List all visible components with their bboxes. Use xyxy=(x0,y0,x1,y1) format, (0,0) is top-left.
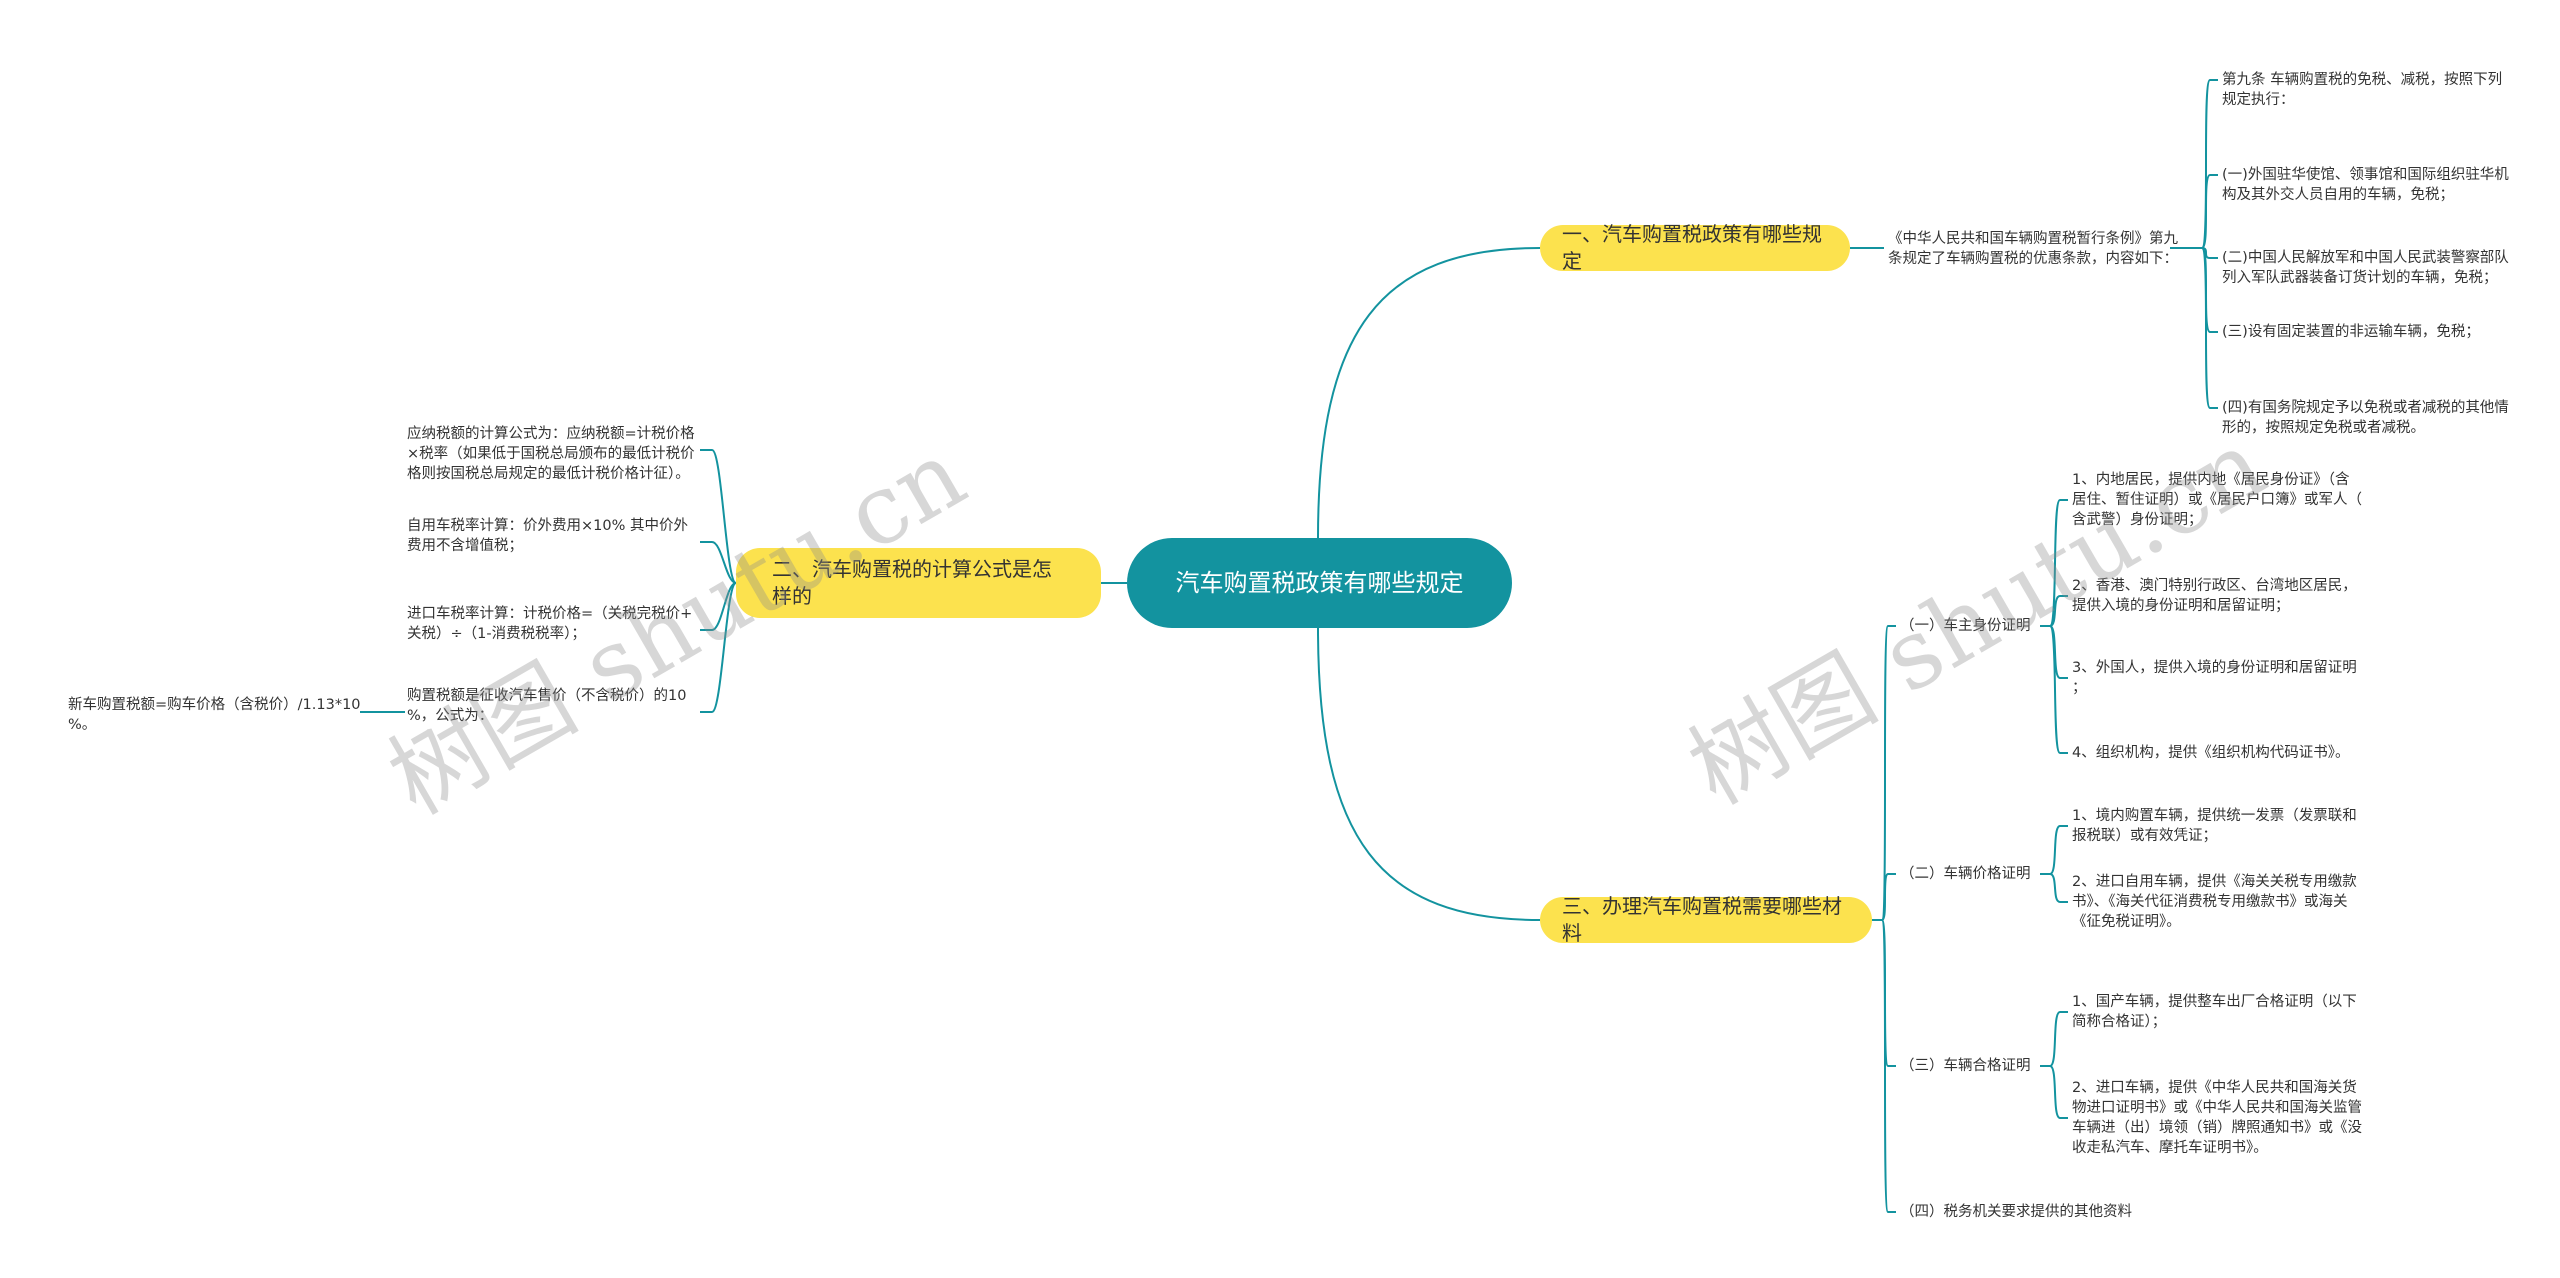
branch-3-item-line: 提供入境的身份证明和居留证明； xyxy=(2072,598,2290,614)
connector-line xyxy=(700,449,737,584)
branch-1-item-line: 规定执行： xyxy=(2222,92,2295,108)
branch-2-item-line: 自用车税率计算：价外费用×10% 其中价外 xyxy=(407,518,688,534)
connector-line xyxy=(2049,1065,2068,1119)
branch-3-item[interactable]: 2、香港、澳门特别行政区、台湾地区居民， 提供入境的身份证明和居留证明； xyxy=(2072,576,2357,616)
branch-1-item-line: (二)中国人民解放军和中国人民武装警察部队 xyxy=(2222,250,2509,266)
branch-3-item-line: 简称合格证）； xyxy=(2072,1014,2167,1030)
branch-2-item-line: 进口车税率计算：计税价格=（关税完税价+ xyxy=(407,606,693,622)
branch-1-item-line: 第九条 车辆购置税的免税、减税，按照下列 xyxy=(2222,72,2503,88)
connector-line xyxy=(2049,825,2068,875)
branch-3-item-line: 书》、《海关代征消费税专用缴款书》或海关 xyxy=(2072,894,2348,910)
connector-line xyxy=(2201,247,2218,409)
branch-2-item[interactable]: 自用车税率计算：价外费用×10% 其中价外费用不含增值税； xyxy=(407,516,688,556)
root-node[interactable]: 汽车购置税政策有哪些规定 xyxy=(1127,538,1512,628)
branch-3-item[interactable]: 1、国产车辆，提供整车出厂合格证明（以下简称合格证）； xyxy=(2072,992,2357,1032)
branch-3-item-line: ； xyxy=(2072,680,2087,696)
connector-line xyxy=(1317,627,1541,921)
branch-1-item-line: 形的，按照规定免税或者减税。 xyxy=(2222,420,2425,436)
branch-2-node[interactable]: 二、汽车购置税的计算公式是怎样的 xyxy=(736,548,1101,618)
branch-2-sub-item-line: %。 xyxy=(68,717,97,733)
branch-3-item-line: 车辆进（出）境领（销）牌照通知书》或《没 xyxy=(2072,1120,2362,1136)
branch-3-item-line: 1、国产车辆，提供整车出厂合格证明（以下 xyxy=(2072,994,2357,1010)
connector-line xyxy=(1881,919,1896,1213)
branch-3-item-line: 《征免税证明》。 xyxy=(2072,914,2181,930)
connector-line xyxy=(1317,247,1541,539)
branch-1-intro-line: 《中华人民共和国车辆购置税暂行条例》第九 xyxy=(1888,231,2178,247)
branch-3-item[interactable]: 2、进口自用车辆，提供《海关关税专用缴款书》、《海关代征消费税专用缴款书》或海关… xyxy=(2072,872,2357,932)
branch-2-item[interactable]: 应纳税额的计算公式为：应纳税额=计税价格 ×税率（如果低于国税总局颁布的最低计税价… xyxy=(407,424,695,484)
branch-2-item-line: 费用不含增值税； xyxy=(407,538,523,554)
branch-3-item-line: 含武警）身份证明； xyxy=(2072,512,2203,528)
connector-line xyxy=(2049,595,2068,627)
root-label: 汽车购置税政策有哪些规定 xyxy=(1175,568,1464,597)
branch-1-label: 一、汽车购置税政策有哪些规定 xyxy=(1562,222,1822,273)
connector-line xyxy=(2049,499,2068,627)
branch-1-item[interactable]: (四)有国务院规定予以免税或者减税的其他情形的，按照规定免税或者减税。 xyxy=(2222,398,2509,438)
branch-3-group-label[interactable]: （四）税务机关要求提供的其他资料 xyxy=(1900,1204,2132,1220)
branch-3-item-line: 物进口证明书》或《中华人民共和国海关监管 xyxy=(2072,1100,2362,1116)
branch-2-sub-item-line: 新车购置税额=购车价格（含税价）/1.13*10 xyxy=(68,697,361,713)
connector-line xyxy=(2049,625,2068,754)
branch-2-item[interactable]: 购置税额是征收汽车售价（不含税价）的10 %，公式为： xyxy=(407,686,686,726)
branch-3-item[interactable]: 3、外国人，提供入境的身份证明和居留证明 ； xyxy=(2072,658,2357,698)
branch-1-item-line: (一)外国驻华使馆、领事馆和国际组织驻华机 xyxy=(2222,167,2509,183)
branch-3-item-line: 2、香港、澳门特别行政区、台湾地区居民， xyxy=(2072,578,2357,594)
branch-3-group-label[interactable]: （二）车辆价格证明 xyxy=(1900,866,2031,882)
connector-line xyxy=(2049,1011,2068,1067)
connector-line xyxy=(700,582,737,631)
branch-3-item-line: 4、组织机构，提供《组织机构代码证书》。 xyxy=(2072,745,2350,761)
connector-line xyxy=(2049,873,2068,903)
branch-1-intro[interactable]: 《中华人民共和国车辆购置税暂行条例》第九条规定了车辆购置税的优惠条款，内容如下： xyxy=(1888,229,2178,269)
branch-3-item[interactable]: 2、进口车辆，提供《中华人民共和国海关货物进口证明书》或《中华人民共和国海关监管… xyxy=(2072,1078,2362,1158)
branch-2-item-line: 应纳税额的计算公式为：应纳税额=计税价格 xyxy=(407,426,695,442)
branch-3-item-line: 2、进口自用车辆，提供《海关关税专用缴款 xyxy=(2072,874,2357,890)
branch-1-item-line: (四)有国务院规定予以免税或者减税的其他情 xyxy=(2222,400,2509,416)
connector-line xyxy=(2201,174,2218,249)
connector-line xyxy=(1881,873,1896,921)
branch-2-item-line: 关税）÷（1-消费税税率）； xyxy=(407,626,586,642)
branch-3-label: 三、办理汽车购置税需要哪些材料 xyxy=(1562,894,1842,945)
connector-line xyxy=(700,582,737,713)
branch-1-item[interactable]: 第九条 车辆购置税的免税、减税，按照下列规定执行： xyxy=(2222,70,2502,110)
branch-3-node[interactable]: 三、办理汽车购置税需要哪些材料 xyxy=(1540,894,1872,945)
branch-2-sub-item[interactable]: 新车购置税额=购车价格（含税价）/1.13*10 %。 xyxy=(68,695,361,735)
branch-2-item-line: %，公式为： xyxy=(407,708,494,724)
branch-2-item-line: 格则按国税总局规定的最低计税价格计征）。 xyxy=(407,466,690,482)
branch-3-group-label[interactable]: （三）车辆合格证明 xyxy=(1900,1058,2031,1074)
branch-3-item[interactable]: 1、内地居民，提供内地《居民身份证》（含居住、暂住证明）或《居民户口簿》或军人（… xyxy=(2072,470,2362,530)
branch-1-item-line: 构及其外交人员自用的车辆，免税； xyxy=(2222,187,2454,203)
branch-3-item-line: 3、外国人，提供入境的身份证明和居留证明 xyxy=(2072,660,2357,676)
branch-1-intro-line: 条规定了车辆购置税的优惠条款，内容如下： xyxy=(1888,251,2178,267)
connector-line xyxy=(1881,625,1896,921)
branch-1-node[interactable]: 一、汽车购置税政策有哪些规定 xyxy=(1540,222,1850,273)
branch-3-item-line: 1、境内购置车辆，提供统一发票（发票联和 xyxy=(2072,808,2357,824)
branch-3-item-line: 2、进口车辆，提供《中华人民共和国海关货 xyxy=(2072,1080,2357,1096)
branch-3-item-line: 报税联）或有效凭证； xyxy=(2072,828,2217,844)
connector-line xyxy=(700,541,737,584)
branch-2-item-line: 购置税额是征收汽车售价（不含税价）的10 xyxy=(407,688,687,704)
branch-3-item[interactable]: 4、组织机构，提供《组织机构代码证书》。 xyxy=(2072,743,2349,763)
branch-3-item-line: 居住、暂住证明）或《居民户口簿》或军人（ xyxy=(2072,492,2362,508)
branch-2-item-line: ×税率（如果低于国税总局颁布的最低计税价 xyxy=(407,446,695,462)
branch-3-item-line: 收走私汽车、摩托车证明书》。 xyxy=(2072,1140,2268,1156)
branch-2-item[interactable]: 进口车税率计算：计税价格=（关税完税价+ 关税）÷（1-消费税税率）； xyxy=(407,604,692,644)
branch-3-item-line: 1、内地居民，提供内地《居民身份证》（含 xyxy=(2072,472,2350,488)
branch-3-group-label[interactable]: （一）车主身份证明 xyxy=(1900,618,2031,634)
branch-1-item-line: 列入军队武器装备订货计划的车辆，免税； xyxy=(2222,270,2498,286)
branch-2-label: 二、汽车购置税的计算公式是怎样的 xyxy=(772,557,1052,608)
connector-line xyxy=(2201,79,2218,249)
branch-1-item[interactable]: (一)外国驻华使馆、领事馆和国际组织驻华机构及其外交人员自用的车辆，免税； xyxy=(2222,165,2509,205)
branch-3-item[interactable]: 1、境内购置车辆，提供统一发票（发票联和报税联）或有效凭证； xyxy=(2072,806,2357,846)
branch-1-item[interactable]: (三)设有固定装置的非运输车辆，免税； xyxy=(2222,322,2480,342)
branch-1-item-line: (三)设有固定装置的非运输车辆，免税； xyxy=(2222,324,2480,340)
branch-1-item[interactable]: (二)中国人民解放军和中国人民武装警察部队列入军队武器装备订货计划的车辆，免税； xyxy=(2222,248,2509,288)
